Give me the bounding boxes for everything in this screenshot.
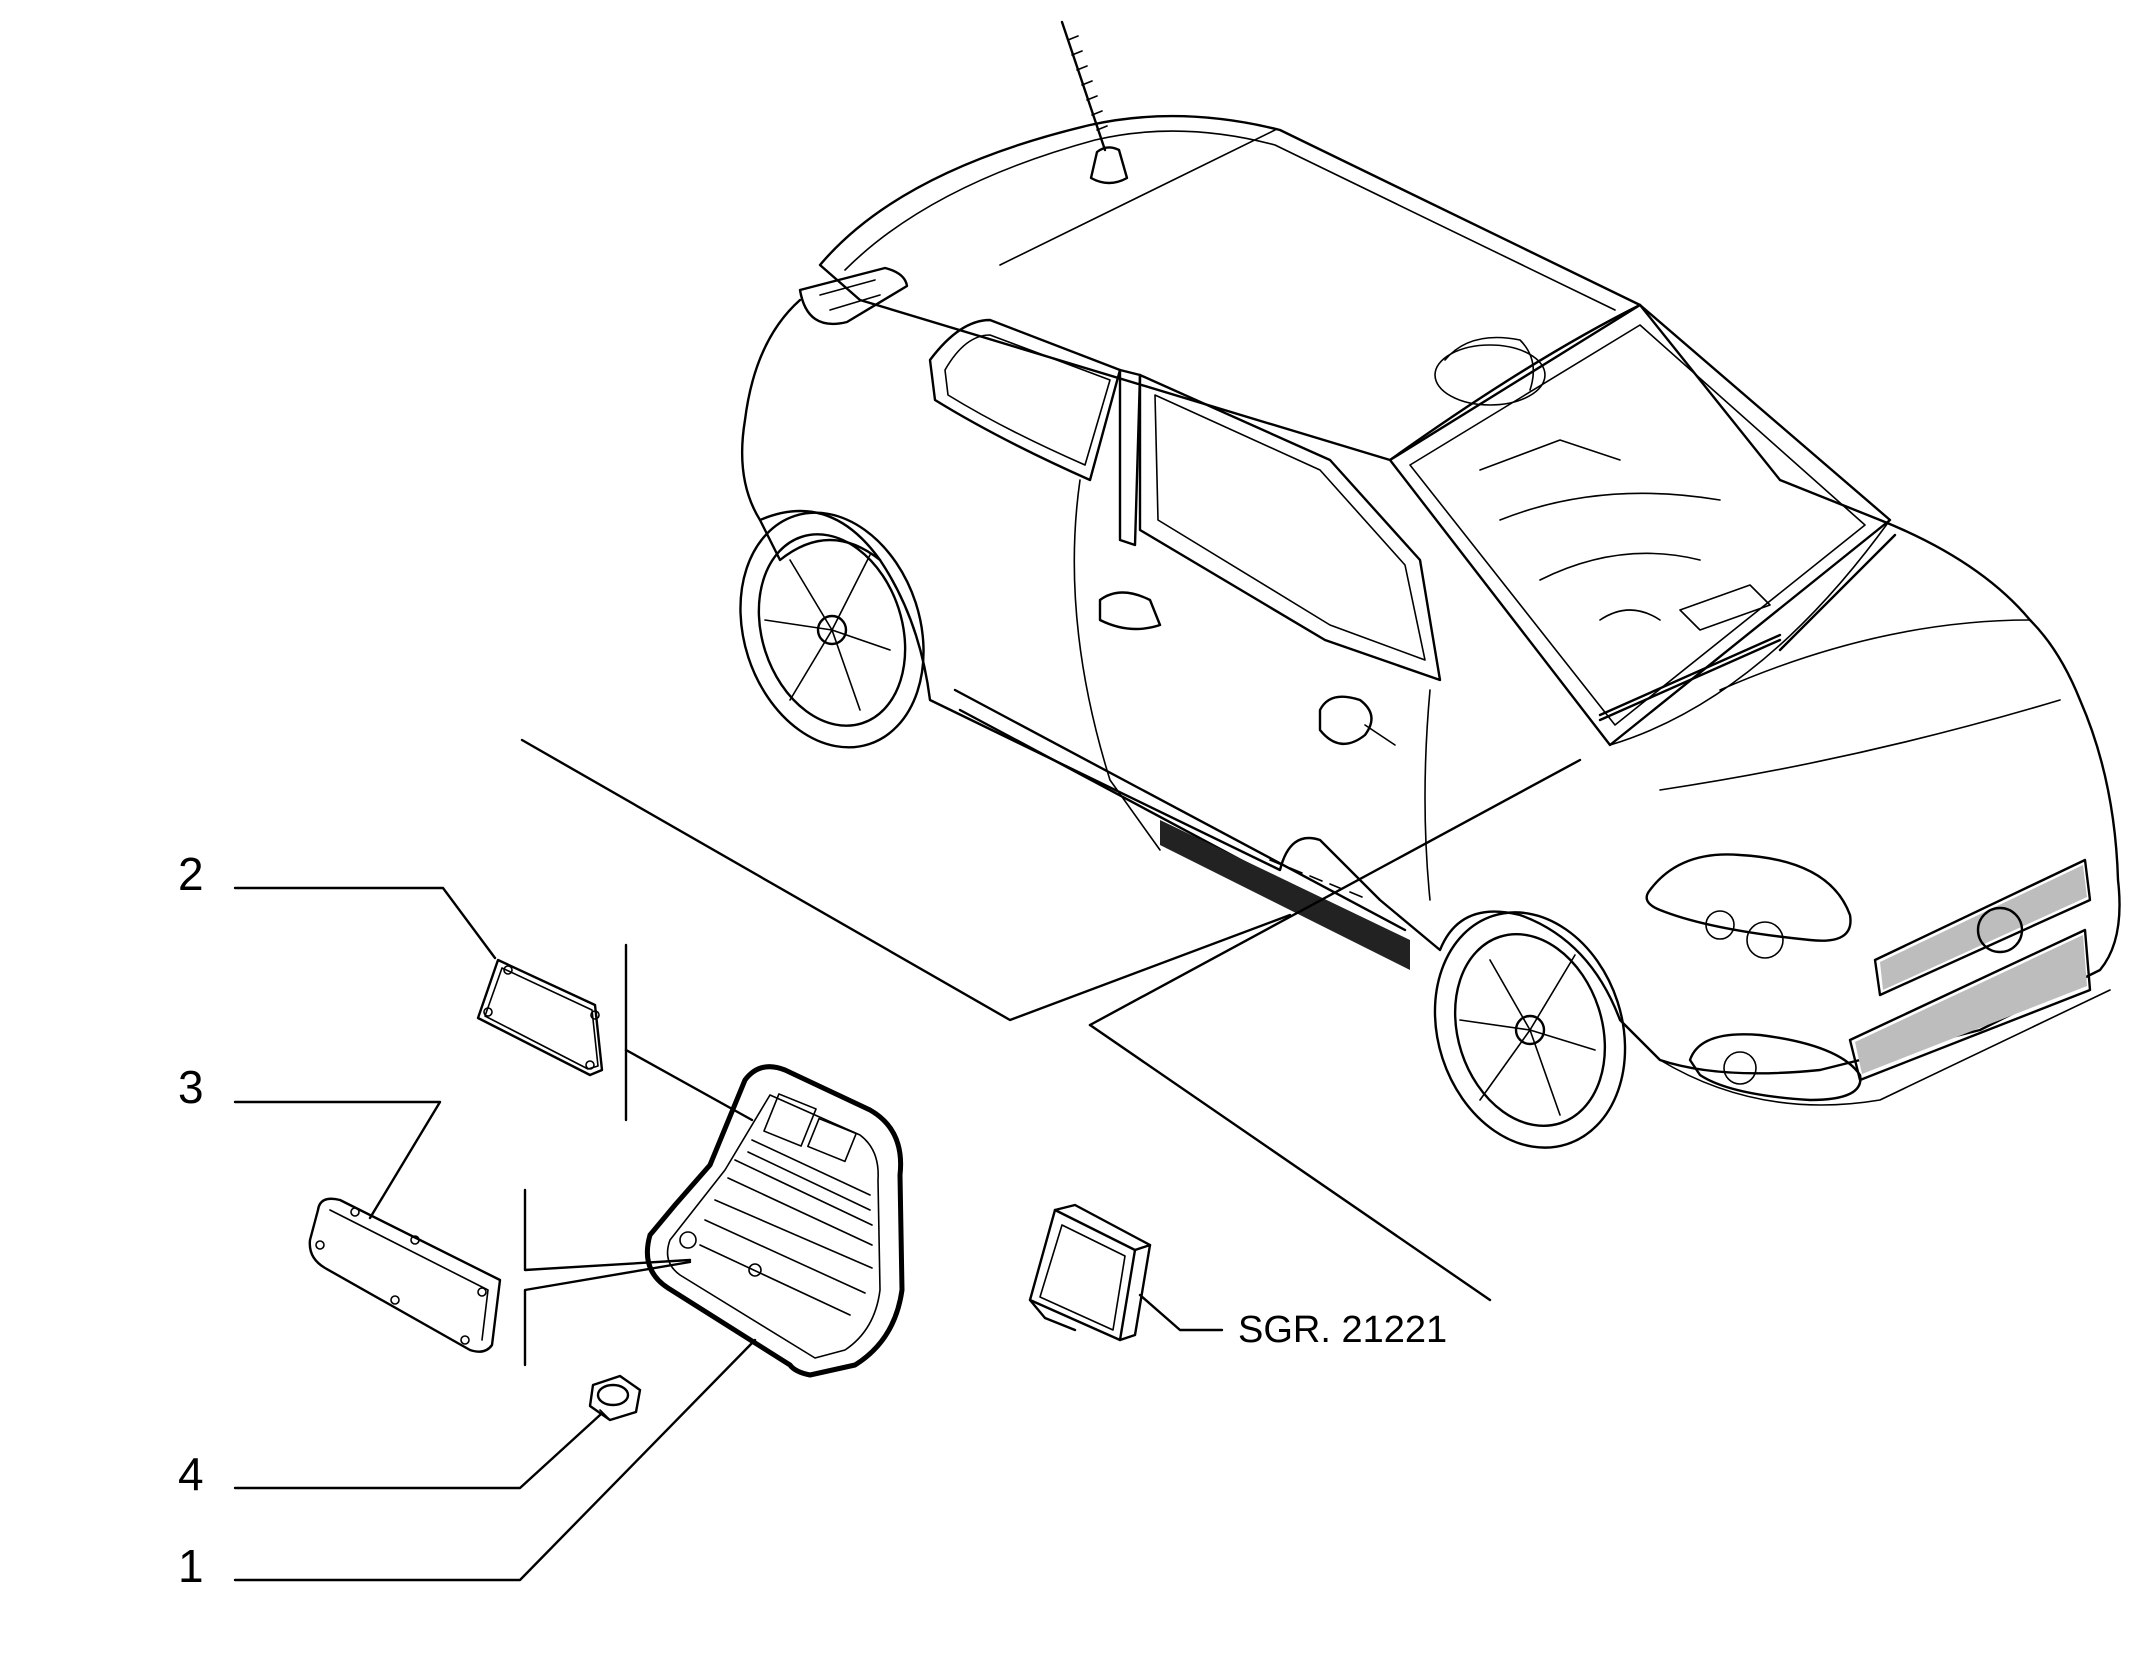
leader-lines [233,738,1582,1582]
part-3-cover [308,1197,502,1353]
hood [1609,519,2061,791]
headlight [1645,853,1852,942]
wipers [1598,533,1897,722]
brand-badge [1976,906,2024,954]
front-wheel [1433,911,1627,1149]
windshield [1388,303,1892,747]
roof [818,114,1642,462]
fog-light [1688,1033,1862,1102]
side-mirror [1318,695,1373,745]
front-grille [1873,858,2092,997]
lower-grille [1848,928,2092,1082]
side-windows [928,318,1122,482]
door-handle [1098,591,1162,631]
sgr-reference-box [1028,1203,1152,1342]
part-4-nut [588,1374,642,1422]
part-1-panel [644,1064,905,1378]
rear-tail-light [798,266,909,326]
car-body [740,298,2121,1075]
callout-2-label: 2 [178,848,204,900]
callout-3-label: 3 [178,1061,204,1113]
sgr-reference-label: SGR. 21221 [1238,1309,1447,1351]
car-illustration [739,20,2121,1149]
antenna [1060,20,1129,185]
callout-4-label: 4 [178,1448,204,1500]
callout-1-label: 1 [178,1540,204,1592]
part-2-plate [476,958,604,1077]
rear-wheel [739,509,925,749]
